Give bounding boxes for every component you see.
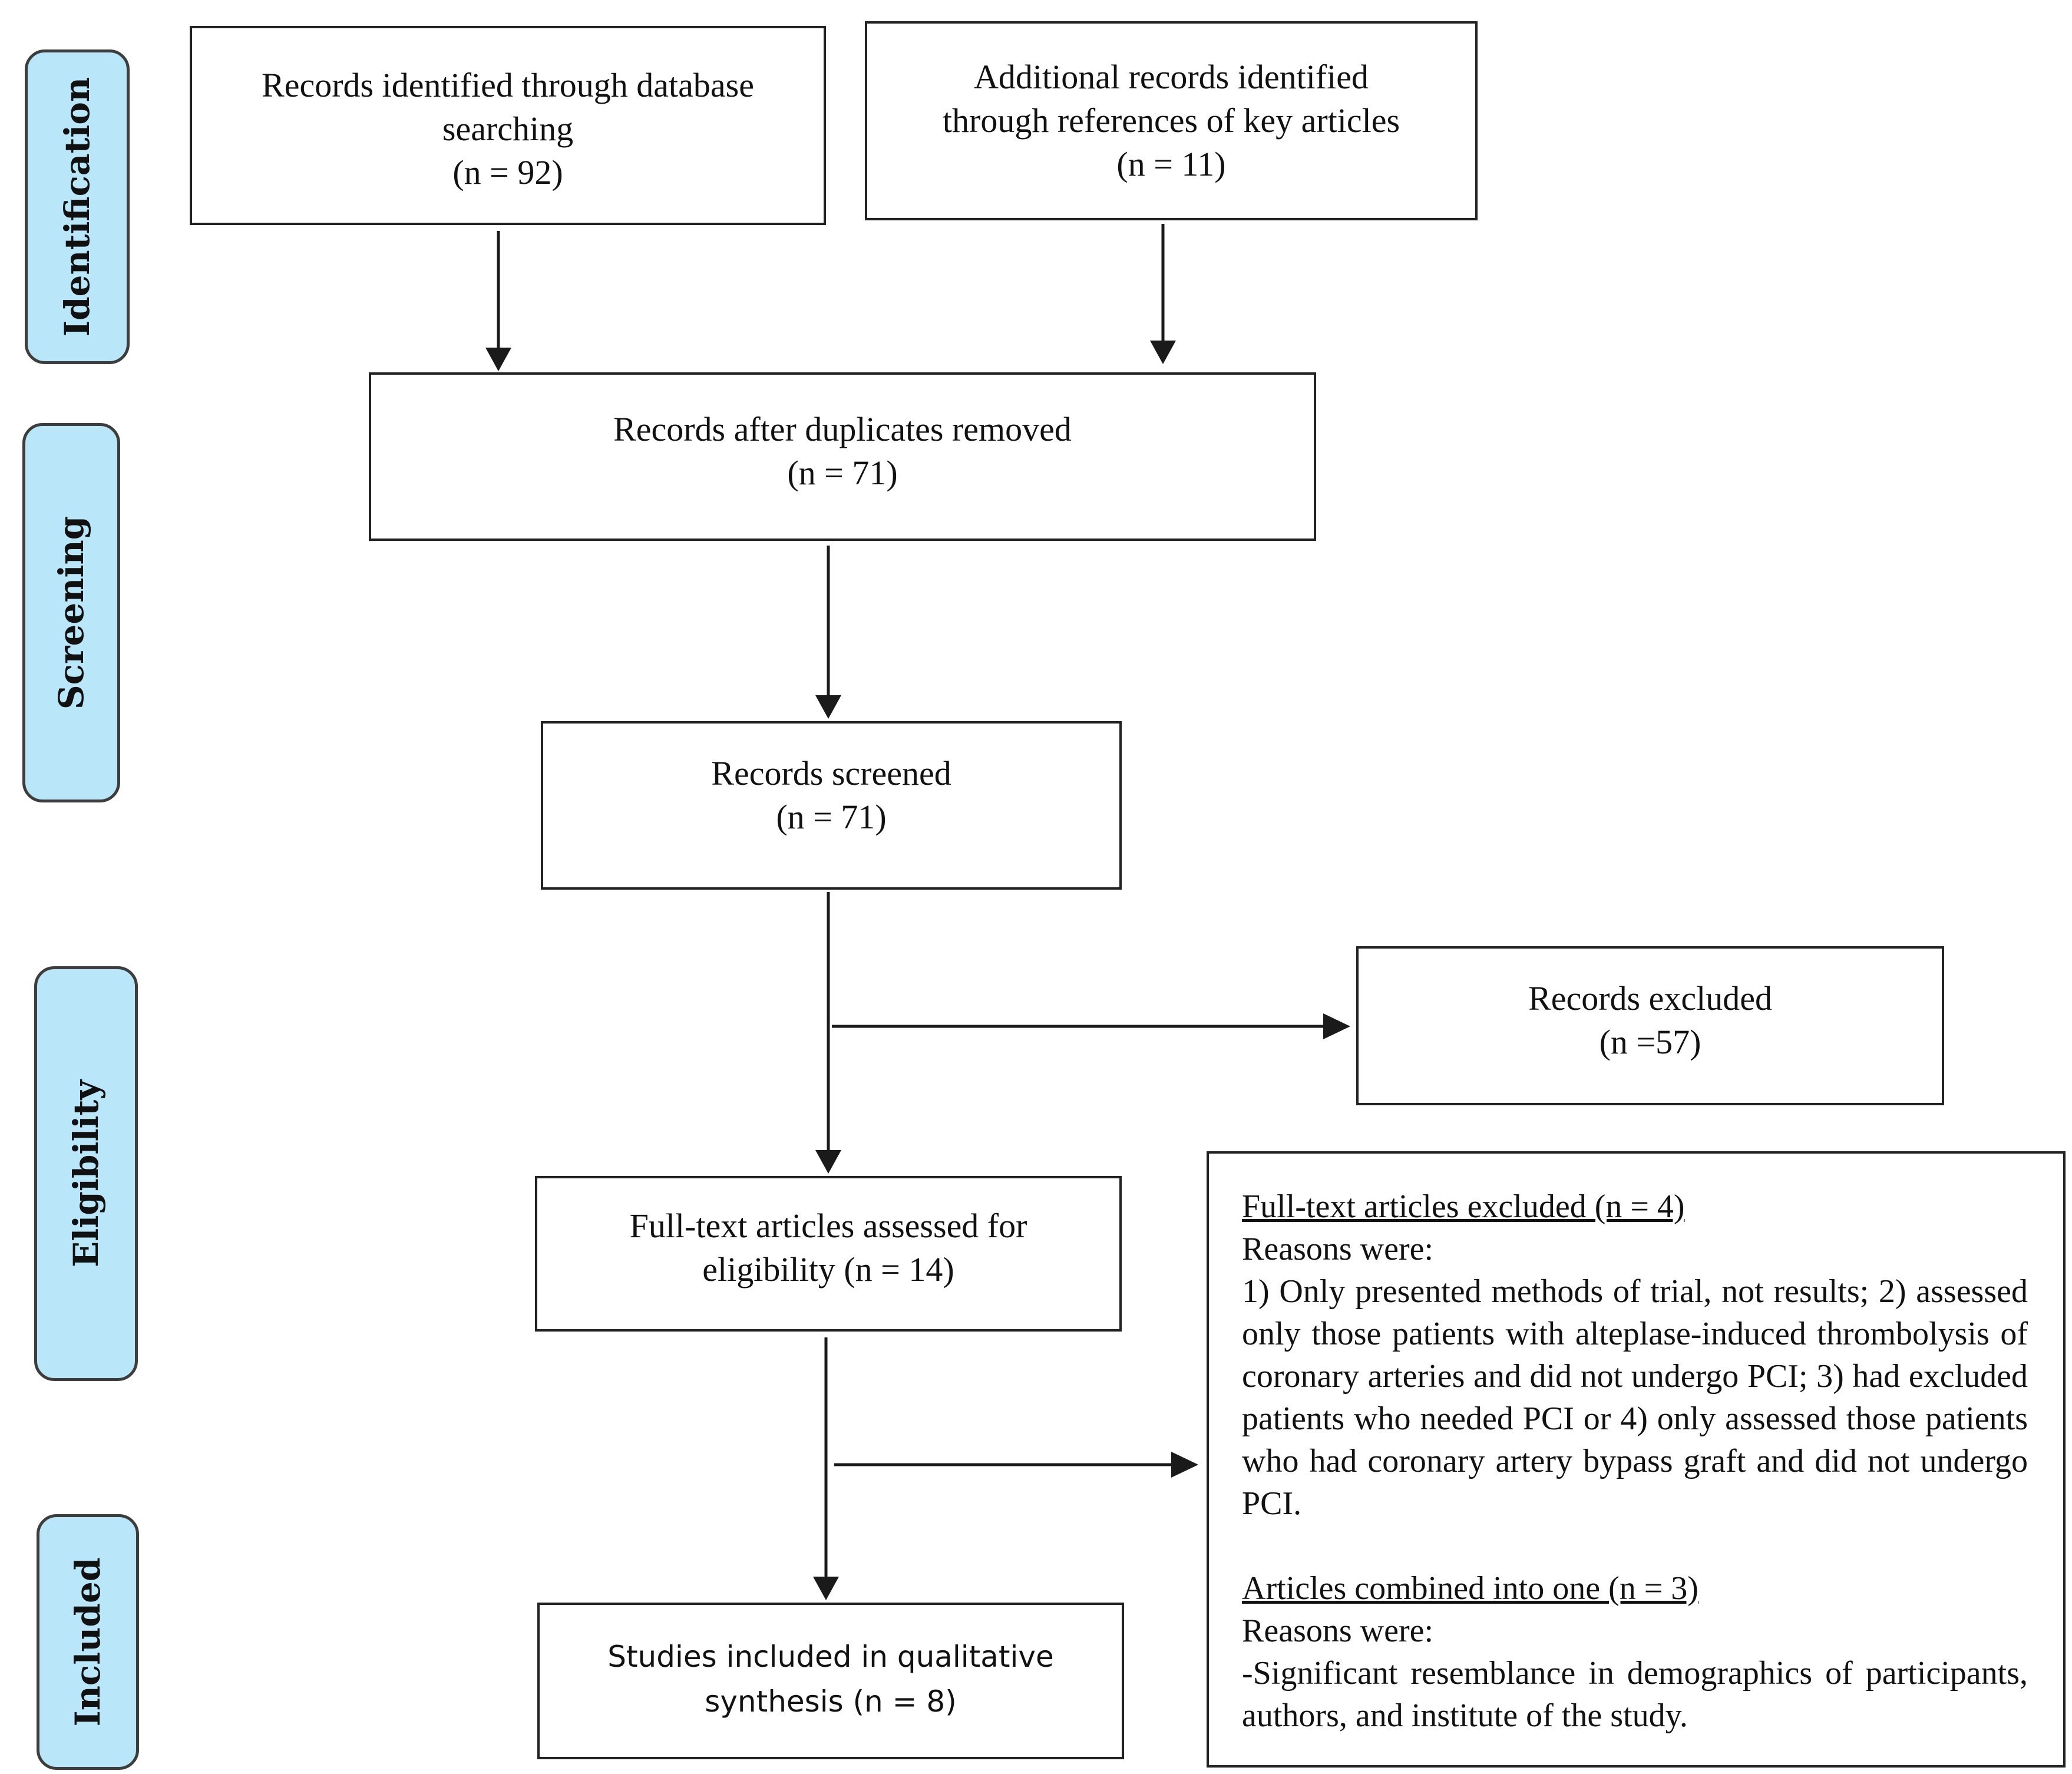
box-included-line-2: synthesis (n = 8) bbox=[705, 1684, 957, 1719]
articles-combined-reasons-label: Reasons were: bbox=[1242, 1613, 1434, 1649]
box-duplicates-line-1: Records after duplicates removed bbox=[613, 410, 1072, 448]
box-database-line-3: (n = 92) bbox=[452, 153, 563, 191]
fulltext-excluded-reasons-label: Reasons were: bbox=[1242, 1231, 1434, 1267]
box-records-excluded-line-1: Records excluded bbox=[1528, 979, 1772, 1018]
box-duplicates-line-2: (n = 71) bbox=[787, 454, 898, 492]
arrowhead-duplicates bbox=[815, 695, 841, 719]
phase-eligibility: Eligibility bbox=[34, 966, 138, 1381]
phase-screening: Screening bbox=[22, 423, 120, 802]
arrowhead-fulltext bbox=[813, 1577, 839, 1600]
box-included-line-1: Studies included in qualitative bbox=[607, 1640, 1054, 1674]
box-records-excluded: Records excluded (n =57) bbox=[1356, 946, 1944, 1105]
box-exclusion-notes: Full-text articles excluded (n = 4) Reas… bbox=[1207, 1151, 2066, 1768]
box-additional-line-3: (n = 11) bbox=[1116, 145, 1226, 183]
box-records-screened: Records screened (n = 71) bbox=[541, 721, 1122, 890]
box-database-line-2: searching bbox=[442, 110, 574, 148]
box-fulltext-line-1: Full-text articles assessed for bbox=[629, 1207, 1027, 1245]
phase-included: Included bbox=[37, 1514, 139, 1770]
articles-combined-reasons-text: -Significant resemblance in demographics… bbox=[1242, 1655, 2028, 1734]
fulltext-excluded-reasons-text: 1) Only presented methods of trial, not … bbox=[1242, 1273, 2028, 1522]
articles-combined-heading: Articles combined into one (n = 3) bbox=[1242, 1570, 1698, 1607]
box-fulltext-line-2: eligibility (n = 14) bbox=[702, 1250, 954, 1289]
box-additional-records: Additional records identified through re… bbox=[865, 21, 1478, 220]
box-screened-line-1: Records screened bbox=[711, 754, 951, 792]
phase-identification: Identification bbox=[25, 49, 130, 364]
fulltext-excluded-heading: Full-text articles excluded (n = 4) bbox=[1242, 1188, 1685, 1225]
box-database-records: Records identified through database sear… bbox=[190, 26, 826, 225]
arrowhead-records-excluded bbox=[1323, 1013, 1350, 1039]
box-fulltext-assessed: Full-text articles assessed for eligibil… bbox=[535, 1176, 1122, 1332]
box-duplicates-removed: Records after duplicates removed (n = 71… bbox=[369, 372, 1316, 541]
arrowhead-database bbox=[485, 348, 511, 371]
box-additional-line-1: Additional records identified bbox=[973, 58, 1369, 96]
arrowhead-additional bbox=[1150, 341, 1176, 364]
box-additional-line-2: through references of key articles bbox=[942, 101, 1400, 140]
box-studies-included: Studies included in qualitative synthesi… bbox=[537, 1603, 1124, 1759]
box-screened-line-2: (n = 71) bbox=[776, 798, 887, 836]
box-records-excluded-line-2: (n =57) bbox=[1599, 1023, 1701, 1061]
arrowhead-notes bbox=[1171, 1452, 1198, 1478]
box-database-line-1: Records identified through database bbox=[262, 66, 754, 104]
arrowhead-screened bbox=[815, 1150, 841, 1174]
